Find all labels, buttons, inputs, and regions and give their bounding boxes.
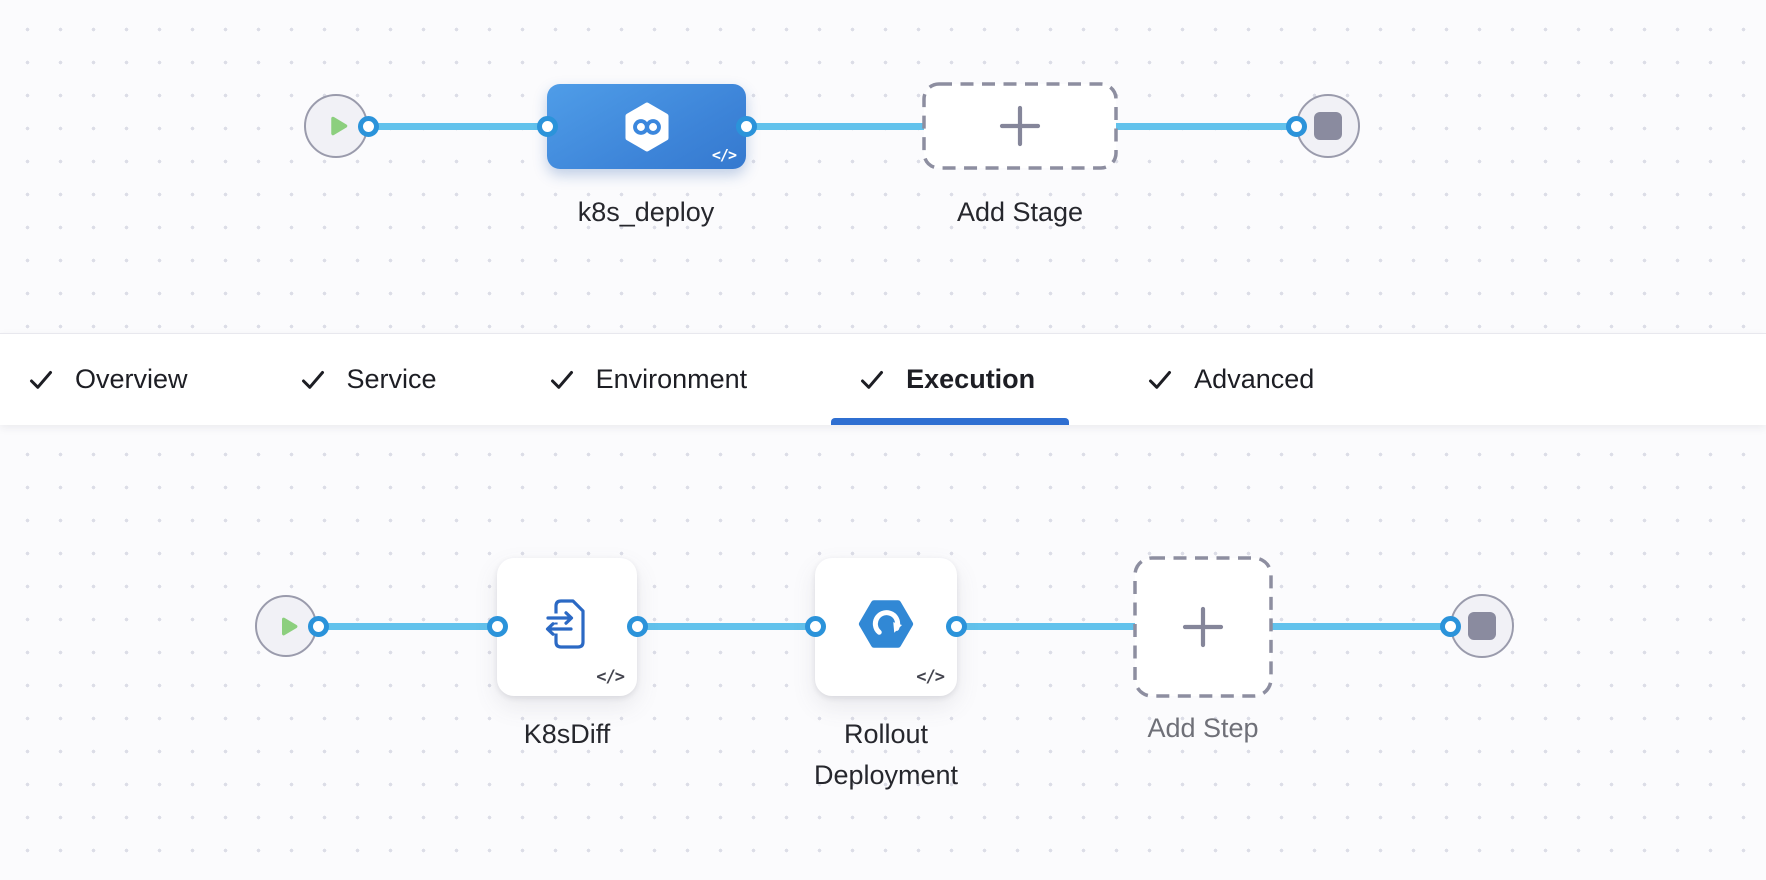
stop-icon xyxy=(1468,612,1496,640)
stage-node-label: k8s_deploy xyxy=(577,197,715,227)
tab-label: Environment xyxy=(595,364,748,394)
connector-port[interactable] xyxy=(1439,615,1461,637)
code-template-icon: </> xyxy=(916,667,945,687)
connector-port[interactable] xyxy=(735,115,757,137)
connector-line xyxy=(336,123,1328,130)
connector-port[interactable] xyxy=(804,615,826,637)
connector-port[interactable] xyxy=(307,615,329,637)
plus-icon xyxy=(1182,606,1224,648)
tab-label: Overview xyxy=(75,364,188,394)
add-stage-label: Add Stage xyxy=(956,197,1084,227)
tab-label: Advanced xyxy=(1194,364,1315,394)
connector-port[interactable] xyxy=(357,115,379,137)
check-icon xyxy=(30,370,52,389)
connector-port[interactable] xyxy=(536,115,558,137)
step-node-rollout-deployment[interactable]: </> xyxy=(815,558,957,696)
execution-canvas: </> </> xyxy=(0,425,1766,880)
step-node-label: Rollout Deployment xyxy=(813,719,959,790)
plus-icon xyxy=(999,105,1041,147)
stage-node-k8s-deploy[interactable]: </> xyxy=(547,84,746,169)
execution-start-node[interactable] xyxy=(255,595,317,657)
check-icon xyxy=(301,370,324,389)
connector-port[interactable] xyxy=(1285,115,1307,137)
code-template-icon: </> xyxy=(711,146,737,164)
check-icon xyxy=(861,370,884,389)
harness-infinity-icon xyxy=(624,102,669,151)
rollout-deployment-icon xyxy=(858,600,914,648)
pipeline-end-node[interactable] xyxy=(1296,94,1360,158)
stage-config-tabbar: Overview Service Environment Execution A… xyxy=(0,333,1766,425)
stop-icon xyxy=(1314,112,1342,140)
step-node-k8sdiff[interactable]: </> xyxy=(497,558,637,696)
play-icon xyxy=(281,617,297,635)
add-stage-button[interactable] xyxy=(922,82,1118,170)
tab-execution[interactable]: Execution xyxy=(831,334,1070,425)
tab-advanced[interactable]: Advanced xyxy=(1147,334,1314,425)
check-icon xyxy=(550,370,573,389)
code-template-icon: </> xyxy=(596,667,625,687)
step-node-label: K8sDiff xyxy=(523,719,611,749)
connector-port[interactable] xyxy=(945,615,967,637)
pipeline-start-node[interactable] xyxy=(304,94,368,158)
stage-canvas: </> k8s_deploy Add Stage xyxy=(0,0,1766,333)
execution-end-node[interactable] xyxy=(1450,594,1514,658)
play-icon xyxy=(331,116,348,136)
connector-port[interactable] xyxy=(626,615,648,637)
add-step-button[interactable] xyxy=(1133,556,1273,698)
tab-environment[interactable]: Environment xyxy=(549,334,748,425)
tab-label: Execution xyxy=(906,364,1036,394)
add-step-label: Add Step xyxy=(1147,713,1259,743)
tab-label: Service xyxy=(346,364,437,394)
check-icon xyxy=(1149,370,1172,389)
connector-port[interactable] xyxy=(486,615,508,637)
tab-overview[interactable]: Overview xyxy=(28,334,188,425)
k8s-diff-icon xyxy=(545,599,585,649)
tab-service[interactable]: Service xyxy=(300,334,437,425)
